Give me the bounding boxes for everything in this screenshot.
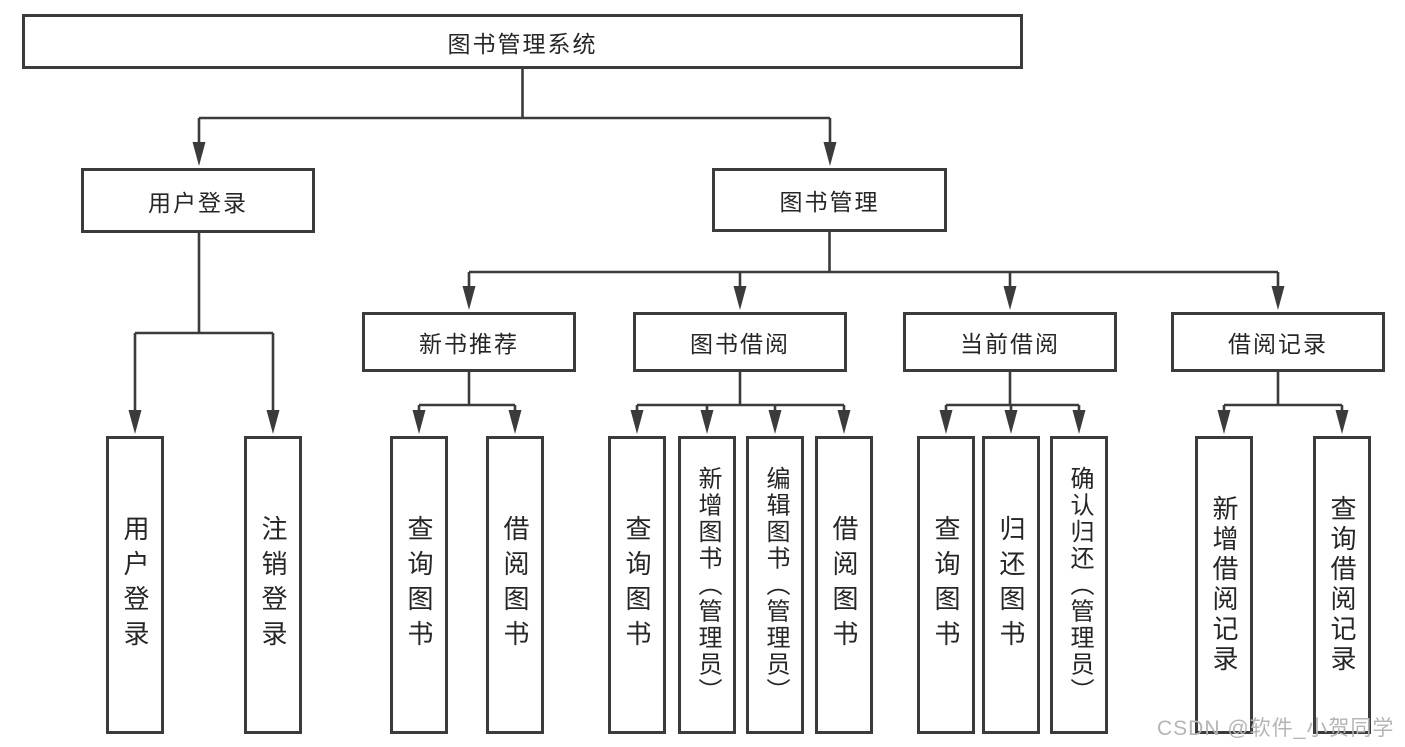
watermark: CSDN @软件_小贺同学 (1157, 717, 1395, 740)
node-label: 用户登录 (148, 189, 248, 216)
node-label: 编辑图书（管理员） (762, 465, 789, 705)
node-label: 查询借阅记录 (1327, 495, 1357, 675)
node-label: 查询图书 (404, 515, 434, 655)
node-current-borrowing: 当前借阅 (903, 312, 1117, 372)
leaf-query-borrowing-record: 查询借阅记录 (1313, 436, 1371, 734)
leaf-borrow-books-recommend: 借阅图书 (486, 436, 544, 734)
node-label: 注销登录 (258, 515, 288, 655)
node-label: 查询图书 (931, 515, 961, 655)
leaf-return-books: 归还图书 (982, 436, 1040, 734)
node-label: 借阅图书 (500, 515, 530, 655)
leaf-add-books-admin: 新增图书（管理员） (678, 436, 736, 734)
node-label: 新增图书（管理员） (694, 465, 721, 705)
node-label: 当前借阅 (960, 331, 1060, 357)
node-label: 用户登录 (120, 515, 150, 655)
node-book-borrowing: 图书借阅 (633, 312, 847, 372)
node-label: 图书管理系统 (447, 30, 598, 57)
leaf-query-books-recommend: 查询图书 (390, 436, 448, 734)
leaf-borrow-books-borrowing: 借阅图书 (815, 436, 873, 734)
node-label: 借阅图书 (829, 515, 859, 655)
node-label: 归还图书 (996, 515, 1026, 655)
node-label: 图书借阅 (690, 331, 790, 357)
node-library-management-system: 图书管理系统 (22, 14, 1023, 69)
node-new-book-recommendation: 新书推荐 (362, 312, 576, 372)
node-label: 查询图书 (622, 515, 652, 655)
node-label: 新增借阅记录 (1209, 495, 1239, 675)
node-label: 确认归还（管理员） (1066, 465, 1093, 705)
leaf-user-login: 用户登录 (106, 436, 164, 734)
leaf-add-borrowing-record: 新增借阅记录 (1195, 436, 1253, 734)
node-label: 图书管理 (779, 189, 880, 215)
node-user-login: 用户登录 (81, 168, 315, 233)
node-label: 新书推荐 (419, 331, 519, 357)
node-book-management: 图书管理 (712, 168, 947, 232)
leaf-query-books-current: 查询图书 (917, 436, 975, 734)
leaf-query-books-borrowing: 查询图书 (608, 436, 666, 734)
leaf-edit-books-admin: 编辑图书（管理员） (746, 436, 804, 734)
leaf-confirm-return-admin: 确认归还（管理员） (1050, 436, 1108, 734)
node-label: 借阅记录 (1228, 331, 1328, 357)
node-borrowing-records: 借阅记录 (1171, 312, 1385, 372)
leaf-logout-login: 注销登录 (244, 436, 302, 734)
